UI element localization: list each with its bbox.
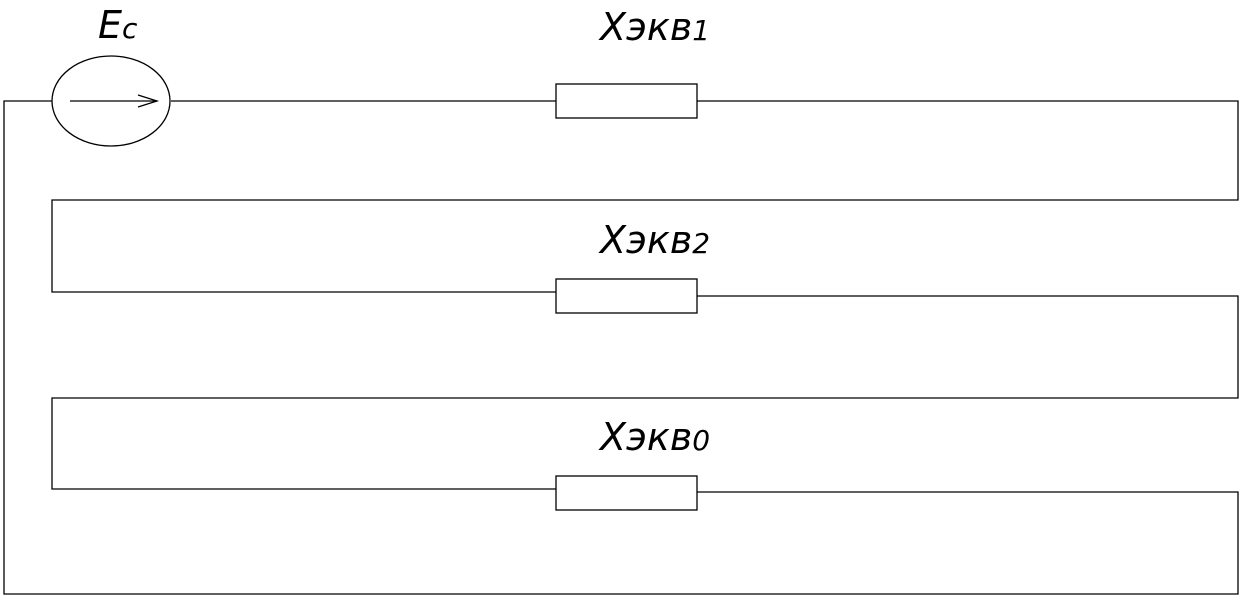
resistor-x1 [555,83,698,119]
voltage-source [51,55,171,147]
wire-x1-right [51,100,1239,293]
wire-x2-right [51,295,1239,490]
resistor-x2 [555,278,698,314]
source-arrow-head [137,94,160,108]
resistor-x0 [555,475,698,511]
resistor-x0-label: Xэкв0 [598,415,710,459]
resistor-x2-label: Xэкв2 [598,218,710,262]
resistor-x1-label: Xэкв1 [598,5,710,49]
wire-outer-left [3,100,1239,595]
source-label: Ec [98,3,138,47]
